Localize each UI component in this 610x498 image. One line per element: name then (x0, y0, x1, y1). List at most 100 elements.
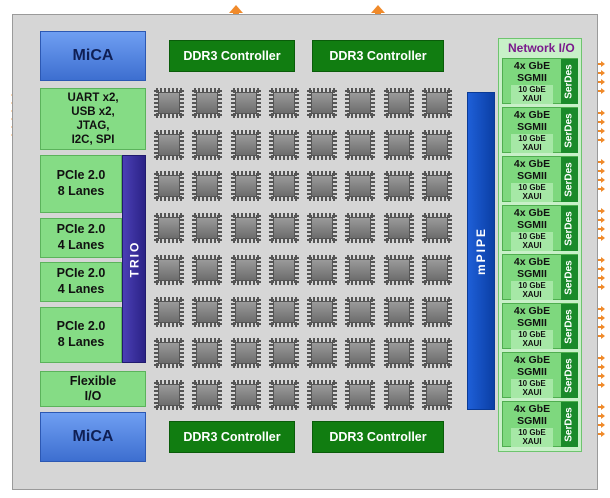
tile-pins-vertical (179, 131, 185, 158)
processor-tile (158, 342, 181, 365)
tile-pins-vertical (408, 256, 414, 283)
tile-pins-vertical (332, 340, 338, 367)
tile-pins-vertical (446, 298, 452, 325)
tile-pins-vertical (446, 215, 452, 242)
tile-pins-vertical (192, 256, 198, 283)
tile-pins-vertical (421, 340, 427, 367)
tile-pins-horizontal (194, 213, 221, 219)
tile-pins-horizontal (347, 380, 374, 386)
tile-pins-vertical (268, 89, 274, 116)
pcie-3-gen: PCIe 2.0 (56, 266, 106, 281)
tile-pins-horizontal (423, 279, 450, 285)
processor-tile (272, 133, 295, 156)
processor-tile (311, 300, 334, 323)
mica-top-block: MiCA (40, 31, 146, 81)
processor-tile (234, 342, 257, 365)
processor-tile (158, 384, 181, 407)
tile-pins-vertical (370, 89, 376, 116)
xaui-label: 10 GbE XAUI (511, 428, 553, 447)
serdes-label: SerDes (564, 162, 575, 197)
tile-pins-horizontal (385, 238, 412, 244)
gbe-interface: SGMII (517, 415, 547, 427)
tile-pins-vertical (408, 340, 414, 367)
ddr-controller-top-right: DDR3 Controller (312, 40, 444, 72)
tile-pins-vertical (268, 215, 274, 242)
tile-pins-vertical (446, 89, 452, 116)
tile-pins-horizontal (270, 405, 297, 411)
processor-tile (387, 91, 410, 114)
tile-pins-horizontal (232, 363, 259, 369)
tile-pins-horizontal (270, 112, 297, 118)
tile-pins-horizontal (270, 196, 297, 202)
tile-pins-horizontal (423, 238, 450, 244)
tile-pins-vertical (293, 89, 299, 116)
tile-pins-horizontal (309, 213, 336, 219)
serdes-block: SerDes (561, 304, 578, 349)
tile-pins-vertical (332, 131, 338, 158)
tile-pins-horizontal (347, 154, 374, 160)
tile-pins-horizontal (347, 405, 374, 411)
tile-pins-vertical (345, 298, 351, 325)
tile-pins-horizontal (194, 380, 221, 386)
tile-pins-horizontal (232, 380, 259, 386)
tile-pins-horizontal (423, 254, 450, 260)
tile-pins-horizontal (423, 380, 450, 386)
tile-pins-vertical (370, 215, 376, 242)
tile-pins-vertical (255, 298, 261, 325)
tile-pins-vertical (192, 215, 198, 242)
tile-pins-horizontal (385, 129, 412, 135)
tile-pins-horizontal (309, 87, 336, 93)
processor-tile (234, 258, 257, 281)
tile-pins-horizontal (194, 296, 221, 302)
tile-pins-horizontal (232, 279, 259, 285)
tile-pins-horizontal (232, 296, 259, 302)
tile-pins-vertical (408, 131, 414, 158)
tile-pins-horizontal (270, 87, 297, 93)
tile-pins-vertical (307, 340, 313, 367)
processor-tile (387, 133, 410, 156)
tile-pins-horizontal (309, 279, 336, 285)
pcie-block-2: PCIe 2.0 4 Lanes (40, 218, 122, 258)
tile-pins-horizontal (270, 380, 297, 386)
tile-pins-horizontal (194, 279, 221, 285)
processor-tile (387, 384, 410, 407)
tile-pins-vertical (370, 340, 376, 367)
tile-pins-horizontal (232, 254, 259, 260)
tile-pins-vertical (370, 131, 376, 158)
tile-pins-horizontal (156, 213, 183, 219)
pcie-2-lanes: 4 Lanes (57, 238, 105, 252)
tile-pins-vertical (332, 298, 338, 325)
processor-tile (349, 342, 372, 365)
tile-pins-vertical (230, 215, 236, 242)
ddr-controller-top-left: DDR3 Controller (169, 40, 295, 72)
processor-tile (387, 175, 410, 198)
tile-pins-horizontal (423, 296, 450, 302)
tile-pins-vertical (345, 382, 351, 409)
processor-tile (311, 175, 334, 198)
serdes-block: SerDes (561, 206, 578, 251)
processor-tile (272, 342, 295, 365)
tile-pins-horizontal (156, 363, 183, 369)
tile-pins-vertical (268, 298, 274, 325)
pcie-1-lanes: 8 Lanes (57, 184, 105, 198)
xaui-label: 10 GbE XAUI (511, 330, 553, 349)
processor-tile (349, 217, 372, 240)
tile-pins-horizontal (423, 171, 450, 177)
xaui-label: 10 GbE XAUI (511, 281, 553, 300)
processor-tile (196, 342, 219, 365)
tile-pins-horizontal (309, 338, 336, 344)
tile-pins-vertical (307, 256, 313, 283)
tile-pins-horizontal (270, 279, 297, 285)
tile-pins-vertical (383, 256, 389, 283)
tile-pins-horizontal (347, 363, 374, 369)
tile-pins-vertical (154, 173, 160, 200)
xaui-label: 10 GbE XAUI (511, 232, 553, 251)
tile-pins-vertical (421, 215, 427, 242)
pcie-block-3: PCIe 2.0 4 Lanes (40, 262, 122, 302)
